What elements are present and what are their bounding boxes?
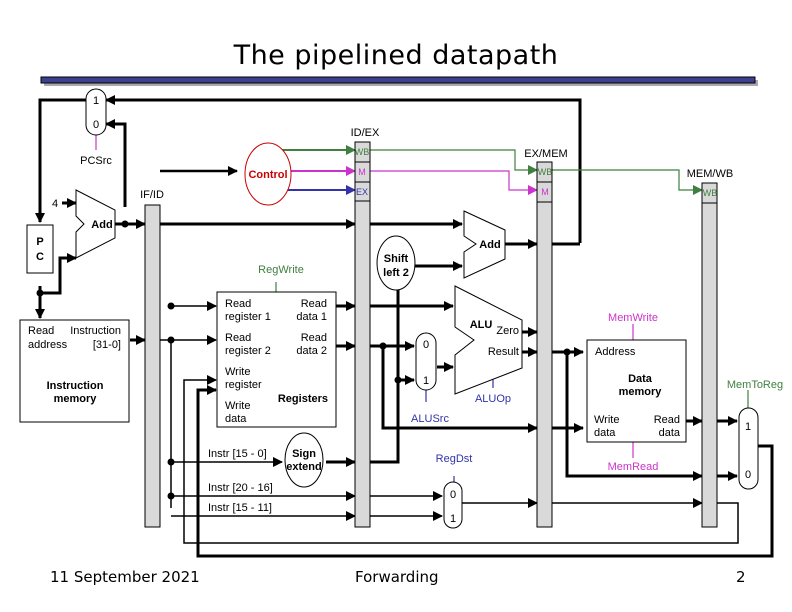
- svg-text:address: address: [28, 339, 68, 351]
- regdst-label: RegDst: [436, 453, 473, 465]
- footer-topic: Forwarding: [355, 568, 439, 586]
- svg-text:1: 1: [745, 421, 751, 433]
- svg-text:Result: Result: [488, 346, 519, 358]
- control-lines-thin: [95, 124, 749, 492]
- svg-text:Zero: Zero: [496, 325, 519, 337]
- svg-text:Write: Write: [225, 400, 250, 412]
- instruction-memory: Read address Instruction [31-0] Instruct…: [19, 319, 130, 423]
- slide-title: The pipelined datapath: [233, 40, 559, 71]
- pc-label-1: P: [36, 236, 43, 248]
- svg-text:0: 0: [745, 469, 751, 481]
- id-ex-wb-field: WB: [355, 147, 370, 157]
- svg-text:Add: Add: [479, 239, 500, 251]
- id-ex-register: [354, 141, 371, 528]
- alusrc-label: ALUSrc: [411, 413, 449, 425]
- page-number: 2: [736, 568, 746, 586]
- pc-label-2: C: [36, 251, 44, 263]
- pcsrc-label: PCSrc: [80, 155, 112, 167]
- alusrc-mux: 0 1: [415, 332, 437, 391]
- control-unit: Control: [244, 142, 292, 206]
- svg-text:1: 1: [423, 375, 429, 387]
- footer-date: 11 September 2021: [50, 568, 200, 586]
- svg-text:memory: memory: [54, 393, 98, 405]
- mem-wb-wb-field: WB: [703, 188, 718, 198]
- svg-text:data: data: [594, 427, 616, 439]
- svg-text:Sign: Sign: [292, 448, 316, 460]
- instr-imm-label: Instr [15 - 0]: [208, 448, 267, 460]
- svg-text:ALU: ALU: [470, 319, 493, 331]
- ex-mem-label: EX/MEM: [524, 148, 567, 160]
- svg-text:register 2: register 2: [225, 345, 271, 357]
- svg-text:Shift: Shift: [384, 253, 409, 265]
- svg-text:1: 1: [450, 513, 456, 525]
- title-underline: [40, 76, 758, 86]
- svg-text:data 2: data 2: [296, 345, 327, 357]
- ex-mem-register: [536, 161, 553, 528]
- constant-four: 4: [52, 198, 58, 210]
- pc-adder-label: Add: [91, 219, 112, 231]
- aluop-label: ALUOp: [475, 393, 511, 405]
- svg-text:data 1: data 1: [296, 311, 327, 323]
- memwrite-label: MemWrite: [608, 312, 658, 324]
- svg-text:register: register: [225, 379, 262, 391]
- svg-text:Read: Read: [225, 298, 251, 310]
- instr-rd-label: Instr [15 - 11]: [208, 502, 272, 514]
- svg-text:Data: Data: [628, 373, 653, 385]
- svg-text:Registers: Registers: [278, 393, 328, 405]
- alu: ALU Zero Result: [454, 285, 523, 395]
- svg-text:0: 0: [423, 339, 429, 351]
- ex-mem-wb-field: WB: [538, 167, 553, 177]
- instr-rt-label: Instr [20 - 16]: [208, 482, 273, 494]
- svg-text:Read: Read: [301, 298, 327, 310]
- id-ex-ex-field: EX: [356, 187, 368, 197]
- svg-text:left 2: left 2: [383, 267, 409, 279]
- memread-label: MemRead: [608, 461, 659, 473]
- svg-text:Address: Address: [595, 346, 636, 358]
- ex-mem-m-field: M: [541, 187, 549, 197]
- svg-text:Instruction: Instruction: [47, 380, 104, 392]
- svg-text:Read: Read: [654, 414, 680, 426]
- pc-mux-in1: 1: [93, 95, 99, 107]
- program-counter: P C: [26, 224, 54, 274]
- branch-adder: Add: [463, 210, 506, 279]
- svg-text:data: data: [225, 413, 247, 425]
- junction-dots: [36, 220, 571, 500]
- pc-mux: 1 0: [85, 88, 107, 136]
- shift-left-2: Shift left 2: [376, 235, 416, 291]
- svg-text:Read: Read: [225, 332, 251, 344]
- control-lines: [160, 145, 356, 195]
- memtoreg-mux: 1 0: [738, 407, 759, 490]
- if-id-register: [144, 204, 161, 528]
- register-file: Read register 1 Read register 2 Write re…: [216, 291, 337, 428]
- svg-text:register 1: register 1: [225, 311, 271, 323]
- instruction-wires: [160, 301, 739, 544]
- svg-text:data: data: [659, 427, 681, 439]
- id-ex-m-field: M: [358, 167, 366, 177]
- memtoreg-label: MemToReg: [727, 379, 783, 391]
- svg-text:0: 0: [450, 489, 456, 501]
- svg-text:Read: Read: [28, 325, 54, 337]
- mem-wb-register: [701, 182, 718, 528]
- svg-text:Control: Control: [248, 169, 287, 181]
- data-memory: Address Data memory Write data Read data: [586, 339, 687, 443]
- pc-mux-in0: 0: [93, 119, 99, 131]
- mem-wb-label: MEM/WB: [687, 168, 733, 180]
- regwrite-label: RegWrite: [258, 264, 304, 276]
- svg-text:Read: Read: [301, 332, 327, 344]
- svg-text:Instruction: Instruction: [70, 325, 121, 337]
- datapath-wires: [35, 95, 774, 558]
- pc-adder: Add: [75, 189, 116, 259]
- svg-text:extend: extend: [286, 461, 321, 473]
- regdst-mux: 0 1: [443, 481, 463, 529]
- svg-text:Write: Write: [225, 366, 250, 378]
- svg-text:memory: memory: [619, 386, 663, 398]
- svg-text:[31-0]: [31-0]: [93, 339, 121, 351]
- id-ex-label: ID/EX: [351, 127, 380, 139]
- svg-text:Write: Write: [594, 414, 619, 426]
- sign-extend: Sign extend: [284, 432, 324, 488]
- if-id-label: IF/ID: [140, 189, 164, 201]
